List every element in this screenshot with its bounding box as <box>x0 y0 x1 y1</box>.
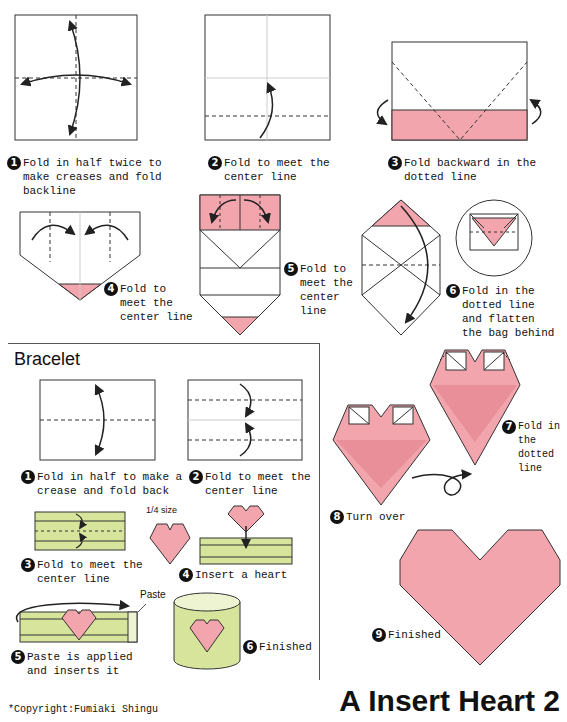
step-caption: Fold in half to make a crease and fold b… <box>37 470 187 498</box>
callout-number: 9 <box>372 628 386 642</box>
step-node: 7Fold in the dotted line <box>502 420 566 476</box>
step-node: 3Fold to meet the center line <box>21 558 149 586</box>
paste-label: Paste <box>140 589 166 601</box>
page-title: A Insert Heart 2 <box>339 684 560 718</box>
callout-number: 5 <box>284 262 298 276</box>
step-caption: Finished <box>259 640 321 654</box>
step-node: 4Insert a heart <box>179 568 295 582</box>
step-caption: Fold in half twice to make creases and f… <box>23 156 173 198</box>
callout-number: 4 <box>104 282 118 296</box>
callout-number: 4 <box>179 568 193 582</box>
step-node: 5Paste is applied and inserts it <box>11 650 139 678</box>
step-caption: Fold to meet the center line <box>37 558 149 586</box>
callout-number: 8 <box>330 510 344 524</box>
size-note: 1/4 size <box>146 505 177 516</box>
step-node: 9Finished <box>372 628 448 642</box>
step-caption: Fold to meet the center line <box>205 470 317 498</box>
step-node: 4Fold to meet the center line <box>104 282 196 324</box>
step-caption: Finished <box>388 628 448 642</box>
step-node: 2Fold to meet the center line <box>189 470 317 498</box>
step-caption: Fold to meet the center line <box>120 282 196 324</box>
callout-number: 7 <box>502 420 516 434</box>
callout-number: 3 <box>388 156 402 170</box>
step-node: 6Fold in the dotted line and flatten the… <box>446 284 558 340</box>
callout-number: 6 <box>243 640 257 654</box>
step-caption: Fold in the dotted line and flatten the … <box>462 284 558 340</box>
step-caption: Fold to meet the center line <box>300 262 360 318</box>
callout-number: 2 <box>189 470 203 484</box>
callout-number: 5 <box>11 650 25 664</box>
step-caption: Fold to meet the center line <box>224 156 349 184</box>
step-caption: Insert a heart <box>195 568 295 582</box>
callout-number: 1 <box>21 470 35 484</box>
panel-heading: Bracelet <box>14 349 80 369</box>
step-node: 1Fold in half to make a crease and fold … <box>21 470 187 498</box>
step-caption: Fold backward in the dotted line <box>404 156 544 184</box>
callout-number: 2 <box>208 156 222 170</box>
step-caption: Fold in the dotted line <box>518 420 566 476</box>
callout-number: 6 <box>446 284 460 298</box>
step-node: 3Fold backward in the dotted line <box>388 156 544 184</box>
step-node: 1Fold in half twice to make creases and … <box>7 156 173 198</box>
step-node: 8Turn over <box>330 510 416 524</box>
step-node: 2Fold to meet the center line <box>208 156 349 184</box>
step-caption: Paste is applied and inserts it <box>27 650 139 678</box>
step-node: 6Finished <box>243 640 321 654</box>
step-node: 5Fold to meet the center line <box>284 262 360 318</box>
copyright-note: *Copyright:Fumiaki Shingu <box>8 704 158 716</box>
step-caption: Turn over <box>346 510 416 524</box>
callout-number: 1 <box>7 156 21 170</box>
callout-number: 3 <box>21 558 35 572</box>
